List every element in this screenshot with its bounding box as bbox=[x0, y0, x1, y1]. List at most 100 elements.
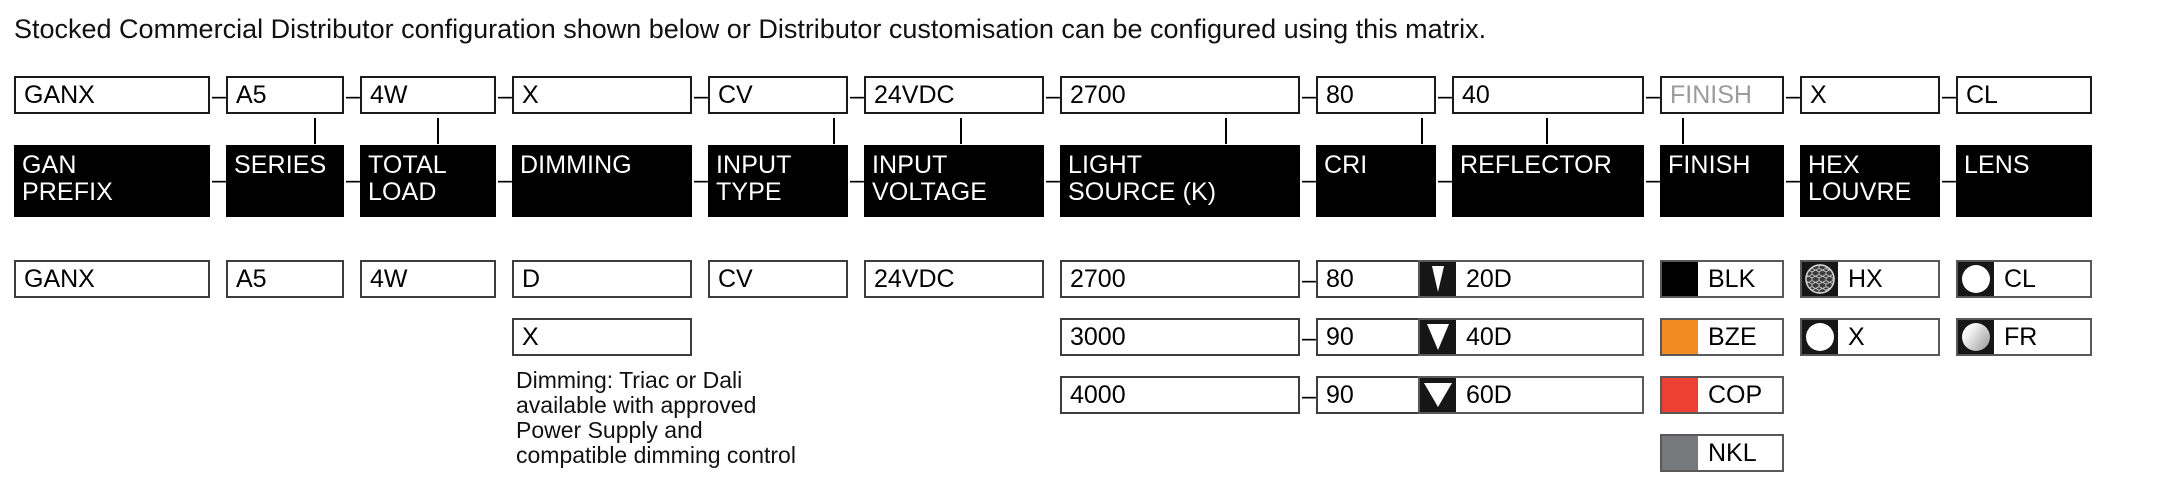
beam-cone-60-icon bbox=[1420, 378, 1456, 412]
option-label: 20D bbox=[1466, 264, 1512, 293]
header-lens: LENS bbox=[1956, 145, 2092, 217]
option-finish-nkl[interactable]: NKL bbox=[1660, 434, 1784, 472]
option-light-source-3000[interactable]: 3000 bbox=[1060, 318, 1300, 356]
header-cri: CRI bbox=[1316, 145, 1436, 217]
config-value-cri: 80 bbox=[1326, 80, 1354, 109]
separator-dash: – bbox=[694, 166, 708, 194]
connector-tick-dimming bbox=[437, 118, 439, 144]
config-cell-hex-louvre[interactable]: X bbox=[1800, 76, 1940, 114]
option-total-load-4w[interactable]: 4W bbox=[360, 260, 496, 298]
option-light-source-2700[interactable]: 2700 bbox=[1060, 260, 1300, 298]
header-finish: FINISH bbox=[1660, 145, 1784, 217]
header-gan-prefix: GAN PREFIX bbox=[14, 145, 210, 217]
connector-tick-hex-louvre bbox=[1546, 118, 1548, 144]
option-lens-fr[interactable]: FR bbox=[1956, 318, 2092, 356]
separator-dash: – bbox=[212, 82, 226, 110]
separator-dash: – bbox=[346, 82, 360, 110]
option-input-type-cv[interactable]: CV bbox=[708, 260, 848, 298]
option-light-source-4000[interactable]: 4000 bbox=[1060, 376, 1300, 414]
config-cell-lens[interactable]: CL bbox=[1956, 76, 2092, 114]
option-label: 80 bbox=[1326, 264, 1354, 293]
config-cell-light-source[interactable]: 2700 bbox=[1060, 76, 1300, 114]
separator-dash: – bbox=[1302, 266, 1316, 294]
config-cell-input-type[interactable]: CV bbox=[708, 76, 848, 114]
option-label: X bbox=[1848, 322, 1865, 351]
separator-dash: – bbox=[212, 166, 226, 194]
config-cell-series[interactable]: A5 bbox=[226, 76, 344, 114]
option-label: 4000 bbox=[1070, 380, 1126, 409]
option-label: 60D bbox=[1466, 380, 1512, 409]
connector-tick-total-load bbox=[314, 118, 316, 144]
clear-lens-icon bbox=[1958, 262, 1994, 296]
dimming-note: Dimming: Triac or Dali available with ap… bbox=[516, 367, 796, 468]
swatch-copper-icon bbox=[1662, 378, 1698, 412]
option-label: HX bbox=[1848, 264, 1883, 293]
separator-dash: – bbox=[1302, 382, 1316, 410]
config-value-input-voltage: 24VDC bbox=[874, 80, 955, 109]
option-label: D bbox=[522, 264, 541, 293]
option-dimming-d[interactable]: D bbox=[512, 260, 692, 298]
config-cell-cri[interactable]: 80 bbox=[1316, 76, 1436, 114]
honeycomb-louvre-icon bbox=[1802, 262, 1838, 296]
separator-dash: – bbox=[1046, 166, 1060, 194]
separator-dash: – bbox=[1046, 82, 1060, 110]
beam-cone-20-icon bbox=[1420, 262, 1456, 296]
option-input-voltage-24vdc[interactable]: 24VDC bbox=[864, 260, 1044, 298]
separator-dash: – bbox=[1942, 82, 1956, 110]
config-cell-gan-prefix[interactable]: GANX bbox=[14, 76, 210, 114]
option-label: 2700 bbox=[1070, 264, 1126, 293]
page-title: Stocked Commercial Distributor configura… bbox=[14, 14, 1487, 44]
separator-dash: – bbox=[1302, 166, 1316, 194]
option-finish-cop[interactable]: COP bbox=[1660, 376, 1784, 414]
config-value-total-load: 4W bbox=[370, 80, 408, 109]
option-cri-90-a[interactable]: 90 bbox=[1316, 318, 1436, 356]
separator-dash: – bbox=[1302, 324, 1316, 352]
header-input-type: INPUT TYPE bbox=[708, 145, 848, 217]
separator-dash: – bbox=[498, 82, 512, 110]
config-cell-input-voltage[interactable]: 24VDC bbox=[864, 76, 1044, 114]
option-finish-blk[interactable]: BLK bbox=[1660, 260, 1784, 298]
option-label: 90 bbox=[1326, 380, 1354, 409]
option-dimming-x[interactable]: X bbox=[512, 318, 692, 356]
swatch-bronze-icon bbox=[1662, 320, 1698, 354]
separator-dash: – bbox=[1438, 166, 1452, 194]
option-hex-louvre-x[interactable]: X bbox=[1800, 318, 1940, 356]
separator-dash: – bbox=[1942, 166, 1956, 194]
option-series-a5[interactable]: A5 bbox=[226, 260, 344, 298]
option-label: A5 bbox=[236, 264, 267, 293]
config-value-finish: FINISH bbox=[1670, 80, 1752, 109]
option-label: GANX bbox=[24, 264, 95, 293]
open-circle-icon bbox=[1802, 320, 1838, 354]
option-label: CV bbox=[718, 264, 753, 293]
option-label: X bbox=[522, 322, 539, 351]
option-label: NKL bbox=[1708, 438, 1757, 467]
config-cell-finish[interactable]: FINISH bbox=[1660, 76, 1784, 114]
separator-dash: – bbox=[498, 166, 512, 194]
option-cri-80[interactable]: 80 bbox=[1316, 260, 1436, 298]
config-value-series: A5 bbox=[236, 80, 267, 109]
option-finish-bze[interactable]: BZE bbox=[1660, 318, 1784, 356]
option-reflector-20d[interactable]: 20D bbox=[1418, 260, 1644, 298]
option-label: 3000 bbox=[1070, 322, 1126, 351]
header-light-source: LIGHT SOURCE (K) bbox=[1060, 145, 1300, 217]
config-cell-reflector[interactable]: 40 bbox=[1452, 76, 1644, 114]
config-cell-total-load[interactable]: 4W bbox=[360, 76, 496, 114]
option-reflector-60d[interactable]: 60D bbox=[1418, 376, 1644, 414]
option-label: 90 bbox=[1326, 322, 1354, 351]
config-value-lens: CL bbox=[1966, 80, 1998, 109]
config-value-hex-louvre: X bbox=[1810, 80, 1827, 109]
connector-tick-finish bbox=[1421, 118, 1423, 144]
option-lens-cl[interactable]: CL bbox=[1956, 260, 2092, 298]
option-label: 40D bbox=[1466, 322, 1512, 351]
option-gan-prefix-ganx[interactable]: GANX bbox=[14, 260, 210, 298]
config-value-dimming: X bbox=[522, 80, 539, 109]
option-label: BLK bbox=[1708, 264, 1756, 293]
separator-dash: – bbox=[1786, 166, 1800, 194]
option-hex-louvre-hx[interactable]: HX bbox=[1800, 260, 1940, 298]
option-reflector-40d[interactable]: 40D bbox=[1418, 318, 1644, 356]
option-label: 24VDC bbox=[874, 264, 955, 293]
swatch-black-icon bbox=[1662, 262, 1698, 296]
option-label: FR bbox=[2004, 322, 2038, 351]
config-cell-dimming[interactable]: X bbox=[512, 76, 692, 114]
separator-dash: – bbox=[1786, 82, 1800, 110]
